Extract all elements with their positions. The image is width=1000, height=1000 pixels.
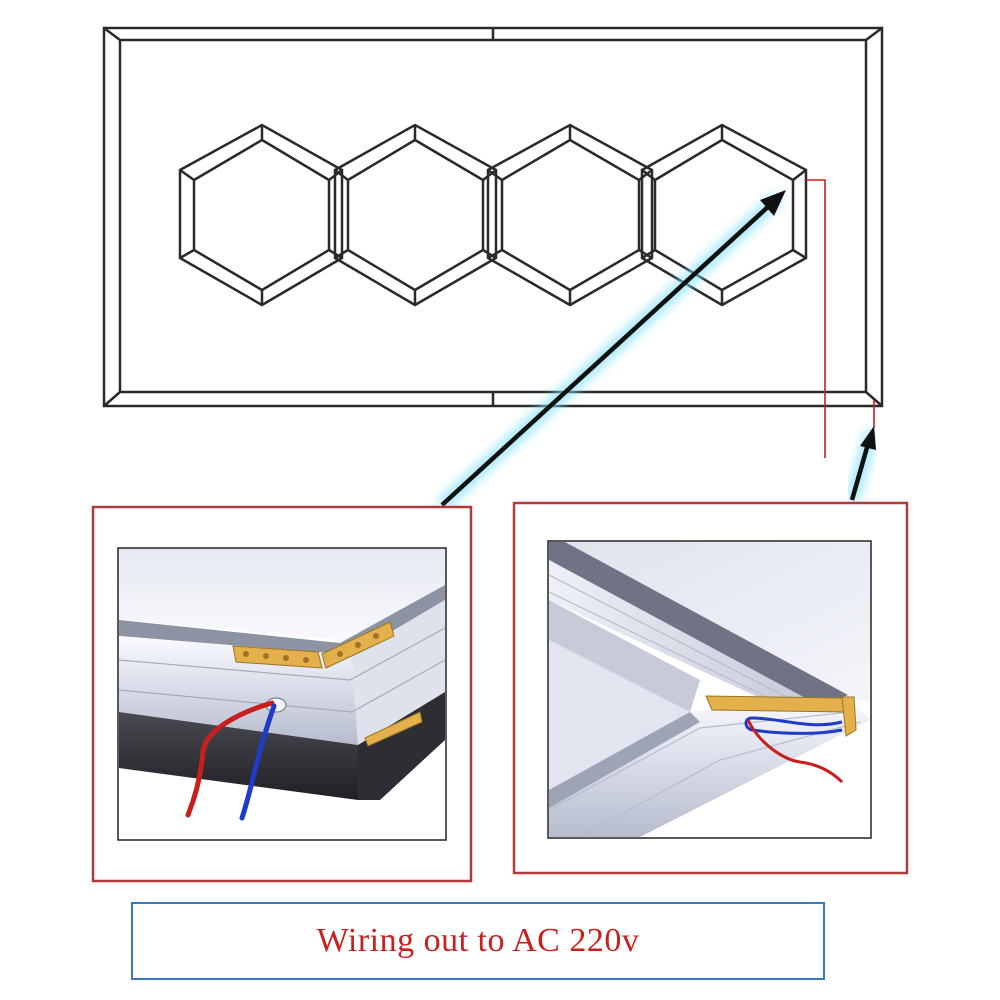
caption-text: Wiring out to AC 220v	[316, 922, 640, 959]
hexagon-1	[178, 123, 344, 307]
arrow-to-exit	[845, 426, 879, 502]
caption-box: Wiring out to AC 220v	[131, 902, 825, 980]
right-corner-detail	[512, 501, 909, 875]
hexagon-2	[333, 123, 498, 307]
hexagon-grid	[178, 123, 808, 307]
arrow-to-hexagon	[437, 190, 786, 511]
hexagon-4	[640, 123, 808, 307]
wire-route-line	[806, 179, 826, 458]
left-corner-detail	[91, 505, 473, 883]
hexagon-3	[486, 123, 654, 307]
panel-frame	[102, 26, 884, 408]
